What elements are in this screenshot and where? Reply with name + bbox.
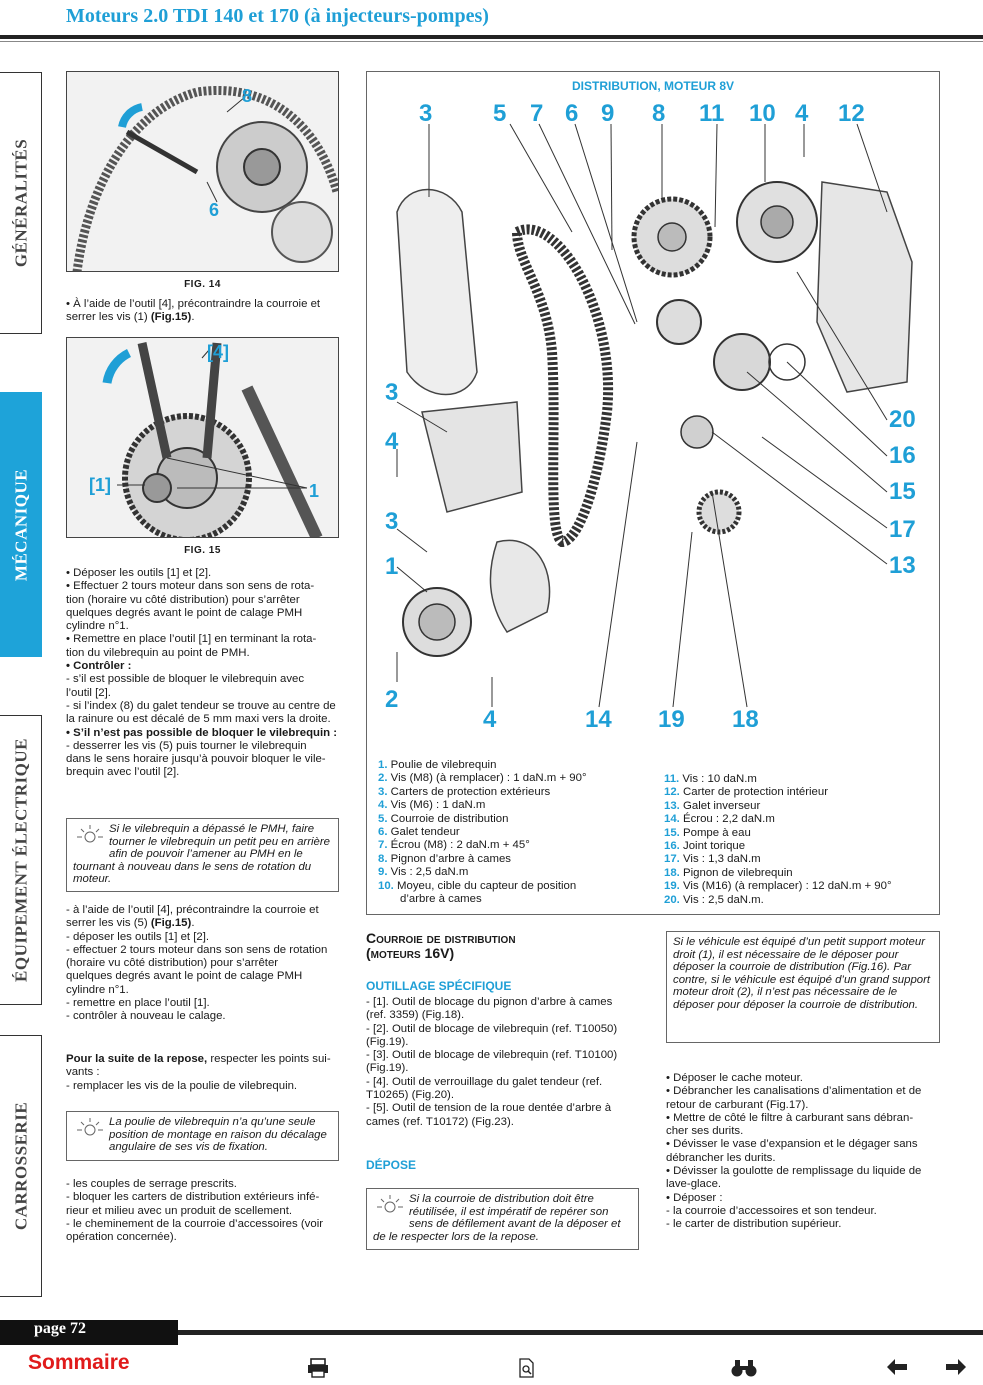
tip-box-1: Si le vilebrequin a dépassé le PMH, fair… (66, 818, 339, 892)
callout-17: 17 (889, 516, 916, 543)
callout-9: 9 (601, 100, 615, 127)
callout-10: 10 (749, 100, 776, 127)
distribution-diagram-illustration (396, 123, 913, 708)
sommaire-link[interactable]: Sommaire (28, 1351, 130, 1374)
tip-box-2: La poulie de vilebrequin n’a qu’une seul… (66, 1111, 339, 1161)
legend-item: 15. Pompe à eau (664, 826, 751, 839)
arrow-right-icon[interactable] (945, 1358, 967, 1376)
col3-text-block: • Déposer le cache moteur. • Débrancher … (666, 1072, 922, 1231)
legend-item: 6. Galet tendeur (378, 826, 460, 839)
figure-14-illustration: 8 6 (67, 72, 338, 271)
legend-item: 13. Galet inverseur (664, 799, 761, 812)
callout-2: 2 (385, 686, 399, 713)
legend-item: 8. Pignon d’arbre à cames (378, 852, 511, 865)
legend-item: 18. Pignon de vilebrequin (664, 866, 793, 879)
tip-box-3: Si la courroie de distribution doit être… (366, 1188, 639, 1250)
footer-rule (178, 1330, 983, 1335)
legend-item: 2. Vis (M8) (à remplacer) : 1 daN.m + 90… (378, 772, 587, 785)
callout-13: 13 (889, 552, 916, 579)
legend-item: 1. Poulie de vilebrequin (378, 759, 497, 771)
legend-item: 19. Vis (M16) (à remplacer) : 12 daN.m +… (664, 880, 892, 893)
distribution-diagram-box: DISTRIBUTION, MOTEUR 8V (366, 71, 940, 915)
callout-4-left: 4 (385, 428, 399, 455)
header-rule-thin (0, 41, 983, 42)
callout-19: 19 (658, 706, 685, 733)
legend-item: 14. Écrou : 2,2 daN.m (664, 813, 775, 826)
callout-20: 20 (889, 406, 916, 433)
callout-18: 18 (732, 706, 759, 733)
col1-text-block-e: Pour la suite de la repose, respecter le… (66, 1053, 331, 1092)
fig15-label-tool-4: [4] (207, 342, 229, 362)
col1-text-block-a: • Déposer les outils [1] et [2]. • Effec… (66, 567, 338, 779)
col2-tool-list: - [1]. Outil de blocage du pignon d’arbr… (366, 996, 618, 1128)
legend-item: 16. Joint torique (664, 840, 746, 853)
legend-left: 1. Poulie de vilebrequin 2. Vis (M8) (à … (378, 759, 658, 906)
page-number-box (0, 1320, 178, 1345)
callout-6: 6 (565, 100, 579, 127)
col1-para-1: • À l’aide de l’outil [4], précontraindr… (66, 298, 321, 324)
figure-15: [4] [1] 1 (66, 337, 339, 538)
callout-3-top: 3 (419, 100, 433, 127)
fig15-label-1: 1 (309, 481, 319, 501)
binoculars-icon[interactable] (731, 1358, 757, 1378)
lightbulb-icon (377, 1195, 403, 1213)
print-icon[interactable] (307, 1358, 329, 1378)
legend-item: 12. Carter de protection intérieur (664, 786, 829, 799)
legend-item: 11. Vis : 10 daN.m (664, 773, 757, 785)
callout-4-bottom: 4 (483, 706, 497, 733)
legend-item: 10. Moyeu, cible du capteur de position (378, 879, 577, 892)
callout-15: 15 (889, 478, 916, 505)
section-heading: Courroie de distribution (moteurs 16V) (366, 930, 516, 961)
sidebar-tab-mecanique[interactable]: MÉCANIQUE (0, 392, 42, 657)
col1-text-block-d: - à l’aide de l’outil [4], précontraindr… (66, 904, 328, 1023)
callout-1: 1 (385, 553, 399, 580)
tip-1-text: Si le vilebrequin a dépassé le PMH, fair… (73, 823, 330, 886)
document-zoom-icon[interactable] (518, 1358, 536, 1378)
page-title: Moteurs 2.0 TDI 140 et 170 (à injecteurs… (66, 5, 489, 27)
fig14-label-6: 6 (209, 200, 219, 220)
col1-text-block-f: - les couples de serrage prescrits. - bl… (66, 1178, 324, 1244)
callout-12: 12 (838, 100, 865, 127)
arrow-left-icon[interactable] (886, 1358, 908, 1376)
subheading-outillage: OUTILLAGE SPÉCIFIQUE (366, 979, 512, 993)
note-box: Si le véhicule est équipé d’un petit sup… (666, 931, 940, 1043)
legend-item: d’arbre à cames (400, 893, 482, 906)
legend-item: 7. Écrou (M8) : 2 daN.m + 45° (378, 839, 530, 852)
lightbulb-icon (77, 825, 103, 843)
tip-2-text: La poulie de vilebrequin n’a qu’une seul… (109, 1116, 327, 1154)
page-number: page 72 (34, 1320, 86, 1337)
callout-3-left-b: 3 (385, 508, 399, 535)
lightbulb-icon (77, 1118, 103, 1136)
figure-15-illustration: [4] [1] 1 (67, 338, 338, 537)
callout-4-top: 4 (795, 100, 809, 127)
legend-item: 5. Courroie de distribution (378, 812, 509, 825)
subheading-depose: DÉPOSE (366, 1158, 417, 1172)
sidebar-tab-generalites[interactable]: GÉNÉRALITÉS (0, 72, 42, 334)
callout-7: 7 (530, 100, 544, 127)
legend-item: 9. Vis : 2,5 daN.m (378, 866, 469, 879)
fig14-label-8: 8 (242, 86, 252, 106)
figure-14-caption: FIG. 14 (184, 279, 221, 290)
legend-item: 17. Vis : 1,3 daN.m (664, 853, 761, 866)
tip-3-text: Si la courroie de distribution doit être… (373, 1193, 621, 1243)
callout-14: 14 (585, 706, 612, 733)
legend-item: 4. Vis (M6) : 1 daN.m (378, 799, 486, 812)
figure-15-caption: FIG. 15 (184, 545, 221, 556)
callout-11: 11 (699, 100, 725, 127)
callout-16: 16 (889, 442, 916, 469)
figure-14: 8 6 (66, 71, 339, 272)
sidebar-tab-carrosserie[interactable]: CARROSSERIE (0, 1035, 42, 1297)
note-text: Si le véhicule est équipé d’un petit sup… (673, 936, 931, 1011)
legend-right: 11. Vis : 10 daN.m 12. Carter de protect… (664, 773, 934, 907)
diagram-title: DISTRIBUTION, MOTEUR 8V (571, 79, 734, 93)
sidebar-tab-equipement-electrique[interactable]: ÉQUIPEMENT ÉLECTRIQUE (0, 715, 42, 1005)
callout-3-left-a: 3 (385, 379, 399, 406)
callout-5: 5 (493, 100, 507, 127)
header-rule (0, 35, 983, 39)
callout-8: 8 (652, 100, 666, 127)
fig15-label-tool-1: [1] (89, 475, 111, 495)
legend-item: 20. Vis : 2,5 daN.m. (664, 893, 764, 906)
legend-item: 3. Carters de protection extérieurs (378, 785, 551, 798)
